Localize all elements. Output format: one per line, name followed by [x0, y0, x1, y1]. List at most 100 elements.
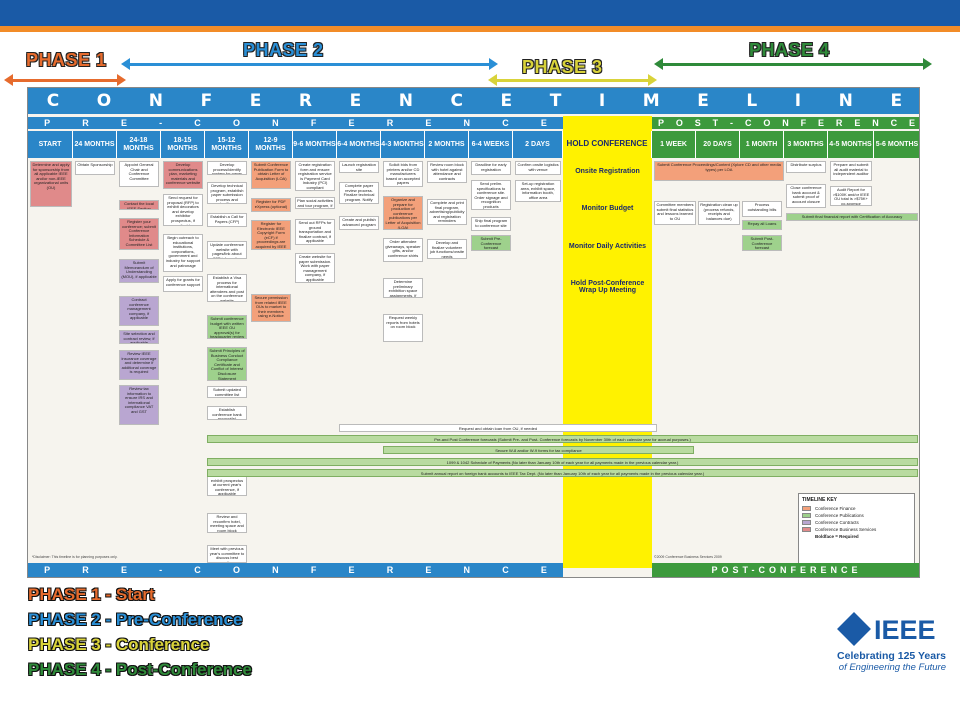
title-letter: E	[890, 91, 903, 111]
task-cell: Update conference website with pages/lin…	[207, 241, 247, 259]
banner-letter: O	[763, 118, 771, 128]
key-label: Conference Finance	[815, 506, 856, 511]
phase-3-arrow	[488, 74, 657, 86]
banner-letter: E	[348, 565, 355, 575]
title-letter: N	[838, 91, 853, 111]
task-cell: Secure permission from related IEEE OUs …	[251, 294, 291, 322]
banner-letter: S	[694, 118, 701, 128]
banner-letter: C	[194, 565, 201, 575]
banner-letter: N	[272, 118, 279, 128]
header-accent	[0, 26, 960, 32]
banner-letter: O	[675, 118, 683, 128]
task-cell: Order attendee giveaways, speaker gifts,…	[383, 238, 423, 262]
task-cell: Committee members submit final statistic…	[654, 201, 696, 225]
title-letter: O	[96, 91, 112, 111]
ieee-wordmark: IEEE	[874, 615, 936, 645]
task-cell: Create and publish advanced program	[339, 216, 379, 230]
column-header: 18-15 MONTHS	[161, 131, 205, 158]
key-item: Conference Publications	[802, 513, 911, 518]
task-cell: Organize and prepare for production of c…	[383, 196, 423, 230]
title-letter: C	[450, 91, 463, 111]
task-cell: Submit conference budget with written IE…	[207, 315, 247, 339]
task-cell: Establish a Call for Papers (CFP)	[207, 213, 247, 227]
task-cell: Create registration form and ensure regi…	[295, 161, 335, 191]
column-header: 1 WEEK	[652, 131, 696, 158]
wide-task-row: Submit annual report on foreign bank acc…	[207, 469, 918, 477]
task-cell: Contact the local IEEE Section	[119, 200, 159, 210]
task-cell: Submit final financial report with Certi…	[786, 213, 918, 221]
column-header: 9-6 MONTHS	[293, 131, 337, 158]
task-cell: Confirm onsite logistics with venue	[515, 161, 561, 175]
column-header: 6-4 MONTHS	[337, 131, 381, 158]
task-cell: Review and reconfirm hotel, meeting spac…	[207, 513, 247, 533]
column-header: 5-6 MONTHS	[874, 131, 919, 158]
column-header: 4-5 MONTHS	[828, 131, 874, 158]
title-letter: R	[298, 91, 313, 111]
wide-task-row: 1099 & 1042 Schedule of Payments (No lat…	[207, 458, 918, 466]
legend-phase-4: PHASE 4 - Post-Conference	[28, 660, 252, 679]
task-cell: Begin outreach to educational institutio…	[163, 234, 203, 272]
task-cell: Appoint General Chair and Conference Com…	[119, 161, 159, 187]
wide-task-row: Pre-and Post Conference forecasts (Submi…	[207, 435, 918, 443]
banner-letter: N	[463, 565, 471, 575]
title-letter: N	[398, 91, 413, 111]
task-cell: Obtain Sponsorship	[75, 161, 115, 175]
task-cell: Review IEEE insurance coverage and deter…	[119, 350, 159, 380]
hold-conference-column	[563, 116, 652, 568]
banner-letter: E	[909, 118, 916, 128]
task-cell: Submit Pre-Conference forecast	[471, 235, 511, 251]
task-cell: Solicit bids from printers and/or CD man…	[383, 161, 423, 187]
banner-letter: T	[712, 118, 719, 128]
task-cell: Submit updated committee list	[207, 386, 247, 398]
title-letter: E	[500, 91, 513, 111]
banner-letter: R	[386, 118, 394, 128]
task-cell: Registration clean up (process refunds, …	[698, 201, 740, 225]
banner-letter: -	[730, 118, 734, 128]
banner-letter: E	[425, 565, 432, 575]
legend-phase-1: PHASE 1 - Start	[28, 585, 155, 604]
column-header: START	[28, 131, 73, 158]
banner-letter: C	[502, 118, 509, 128]
banner-letter: P	[44, 565, 51, 575]
banner-letter: F	[310, 565, 317, 575]
task-cell: Develop process/identify system for pape…	[207, 161, 247, 175]
banner-letter: F	[310, 118, 317, 128]
banner-letter: P	[657, 118, 664, 128]
task-cell: Review tax information to ensure IRS and…	[119, 385, 159, 425]
banner-letter: E	[818, 118, 825, 128]
column-header: 3 MONTHS	[784, 131, 828, 158]
banner-letter: R	[386, 565, 394, 575]
column-header: 4-3 MONTHS	[381, 131, 425, 158]
task-cell: Submit Conference Proceedings/Content (X…	[654, 161, 784, 181]
banner-letter: N	[463, 118, 471, 128]
banner-letter: -	[159, 565, 163, 575]
logo-tagline-1: Celebrating 125 Years	[837, 650, 946, 662]
task-cell: Site selection and contract review, if a…	[119, 330, 159, 344]
key-title: TIMELINE KEY	[802, 497, 838, 503]
phase-1-arrow	[4, 74, 126, 86]
column-header: 2 MONTHS	[425, 131, 469, 158]
title-letter: T	[549, 91, 562, 111]
phase-4-arrow	[654, 58, 932, 70]
task-cell: Send request for proposal (RFP) to exhib…	[163, 194, 203, 226]
key-swatch	[802, 534, 811, 539]
banner-letter: N	[782, 118, 789, 128]
phase-3-label: PHASE 3	[522, 57, 603, 77]
task-cell: Send out RFPs for ground transportation …	[295, 219, 335, 245]
title-letter: M	[642, 91, 660, 111]
key-label: Conference Contracts	[815, 520, 859, 525]
task-cell: Distribute surplus	[786, 161, 826, 173]
title-letter: E	[697, 91, 709, 111]
key-label: Boldface = Required	[815, 534, 859, 539]
key-item: Conference Contracts	[802, 520, 911, 525]
legend-phase-3: PHASE 3 - Conference	[28, 635, 210, 654]
task-cell: Submit Principles of Business Conduct Co…	[207, 347, 247, 381]
task-cell: Determine preliminary exhibition space a…	[383, 278, 423, 298]
column-header: 24-18 MONTHS	[117, 131, 161, 158]
key-swatch	[802, 527, 811, 532]
banner-letter: C	[502, 565, 509, 575]
